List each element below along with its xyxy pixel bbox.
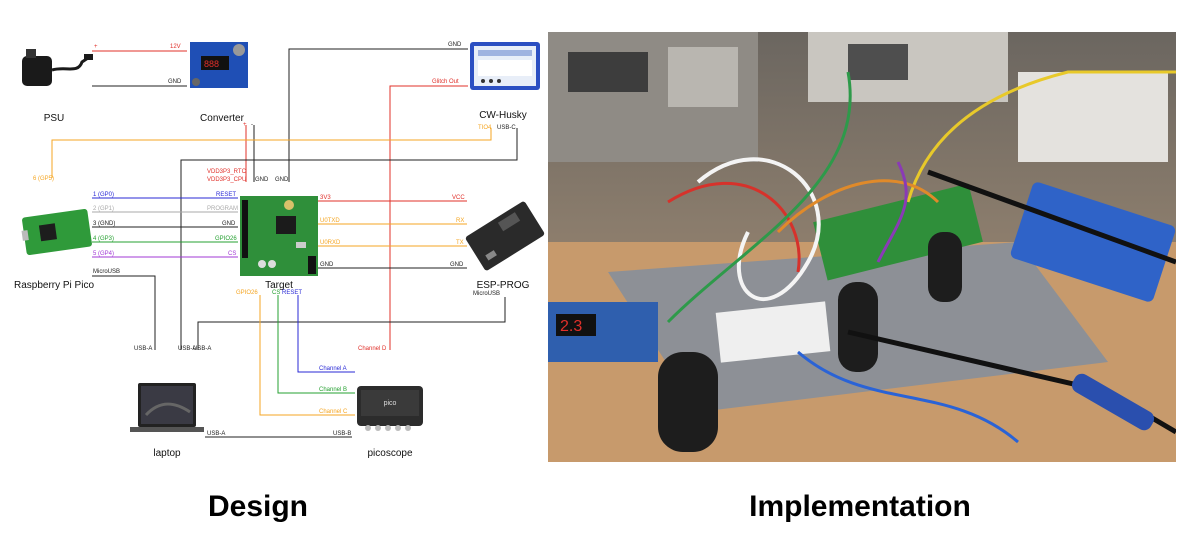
husky-box <box>1010 182 1176 302</box>
label-husky-tio4: TIO4 <box>478 125 492 131</box>
label-husky-usbc: USB-C <box>497 125 516 131</box>
label-gnd-e: GND <box>450 262 464 268</box>
label-gnd-b: GND <box>275 177 289 183</box>
wire-pico-usb <box>92 275 156 350</box>
label-conv-plus: + <box>243 122 247 128</box>
label-gnd-d: GND <box>320 262 334 268</box>
label-pico-gp0: 1 (GP0) <box>93 192 114 198</box>
cable-black-probe <box>927 169 1176 265</box>
picoscope-label: picoscope <box>367 448 412 459</box>
cable-yellow <box>906 70 1176 203</box>
label-vcc: VCC <box>452 195 465 201</box>
wire-glitch-out <box>389 85 468 350</box>
label-program: PROGRAM <box>207 206 238 212</box>
label-psu-gnd: GND <box>168 79 182 85</box>
wire-esp-usb <box>197 297 506 350</box>
label-tx: TX <box>456 240 464 246</box>
label-reset: RESET <box>216 192 236 198</box>
psu-label: PSU <box>44 113 65 124</box>
label-3v3: 3V3 <box>320 195 331 201</box>
cable-white <box>696 157 821 301</box>
label-pico-gp5: 6 (GP5) <box>33 176 54 182</box>
wire-channel-b <box>277 295 355 394</box>
label-gnd-a: GND <box>255 177 269 183</box>
label-usba-3: USB-A <box>193 346 211 352</box>
svg-text:2.3: 2.3 <box>560 318 582 335</box>
cable-green <box>666 71 852 324</box>
psu-icon <box>22 49 93 86</box>
wire-tio4 <box>51 128 492 178</box>
label-gpio26-bottom: GPIO26 <box>236 290 258 296</box>
label-channel-c: Channel C <box>319 409 348 415</box>
label-channel-b: Channel B <box>319 387 347 393</box>
pico-label: Raspberry Pi Pico <box>14 280 94 291</box>
pico-board-icon <box>21 208 92 256</box>
svg-text:888: 888 <box>204 59 219 69</box>
espprog-board-icon <box>465 201 545 271</box>
espprog-label: ESP-PROG <box>477 280 530 291</box>
wire-husky-gnd <box>288 48 468 182</box>
husky-label: CW-Husky <box>479 110 527 121</box>
target-label: Target <box>265 280 293 291</box>
probe-holder-1 <box>658 352 718 452</box>
breadboard <box>715 301 831 363</box>
label-u0txd: U0TXD <box>320 218 340 224</box>
label-channel-a: Channel A <box>319 366 347 372</box>
wire-channel-a <box>297 295 355 373</box>
converter-board-icon: 888 <box>190 42 248 88</box>
label-psu-12v: 12V <box>170 44 181 50</box>
label-scope-usbb: USB-B <box>333 431 351 437</box>
label-pico-gnd: 3 (GND) <box>93 221 115 227</box>
label-pico-gp1: 2 (GP1) <box>93 206 114 212</box>
label-esp-microusb: MicroUSB <box>473 291 500 297</box>
label-vdd-rtc: VDD3P3_RTC <box>207 169 247 175</box>
picoscope-icon <box>357 386 423 431</box>
cable-red <box>667 181 801 273</box>
label-gnd-c: GND <box>222 221 236 227</box>
wire-husky-usbc <box>180 128 518 350</box>
cable-orange <box>776 179 940 234</box>
wiring-diagram: PSU 888 Converter CW-Husky Raspberry Pi … <box>14 42 545 459</box>
converter-label: Converter <box>200 113 245 124</box>
label-rx: RX <box>456 218 464 224</box>
husky-icon <box>470 42 540 90</box>
label-psu-plus: + <box>94 44 98 50</box>
label-conv-minus: - <box>251 122 253 128</box>
label-cs-bottom: CS <box>272 290 280 296</box>
label-channel-d: Channel D <box>358 346 387 352</box>
probe-tip <box>1071 373 1155 431</box>
label-laptop-usba: USB-A <box>207 431 225 437</box>
caption-design: Design <box>207 490 309 523</box>
implementation-photo: 2.3 <box>548 32 1176 462</box>
target-board-icon <box>240 196 318 276</box>
picoscope-brand: pico <box>384 400 397 407</box>
cable-purple <box>876 161 908 263</box>
label-usba-1: USB-A <box>134 346 152 352</box>
label-pico-gp3: 4 (GP3) <box>93 236 114 242</box>
wire-channel-c <box>259 295 355 416</box>
label-reset-bottom: RESET <box>282 290 302 296</box>
laptop-icon <box>130 383 204 432</box>
label-cs: CS <box>228 251 236 257</box>
label-usba-2: USB-A <box>178 346 196 352</box>
label-pico-gp4: 5 (GP4) <box>93 251 114 257</box>
target-pcb <box>813 183 983 281</box>
laptop-label: laptop <box>153 448 181 459</box>
label-u0rxd: U0RXD <box>320 240 341 246</box>
probe-holder-2 <box>838 282 878 372</box>
cable-blue <box>797 350 1019 444</box>
label-pico-microusb: MicroUSB <box>93 269 120 275</box>
label-glitch-out: Glitch Out <box>432 79 459 85</box>
caption-implementation: Implementation <box>749 490 971 523</box>
probe-holder-3 <box>928 232 962 302</box>
label-husky-gnd: GND <box>448 42 462 48</box>
label-gpio26: GPIO26 <box>215 236 237 242</box>
label-vdd-cpu: VDD3P3_CPU <box>207 177 246 183</box>
